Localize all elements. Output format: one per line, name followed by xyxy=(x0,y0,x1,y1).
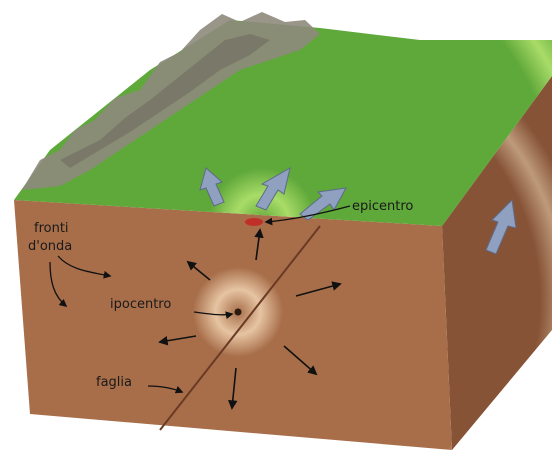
epicenter-label: epicentro xyxy=(352,199,413,214)
wave-fronts-label-line2: d'onda xyxy=(28,239,72,254)
wave-fronts-label-line1: fronti xyxy=(34,221,69,236)
fault-label: faglia xyxy=(96,375,132,390)
block-front-face xyxy=(14,200,452,450)
epicenter-marker xyxy=(245,218,263,226)
hypocenter-dot xyxy=(235,309,242,316)
hypocenter-label: ipocentro xyxy=(110,297,171,312)
